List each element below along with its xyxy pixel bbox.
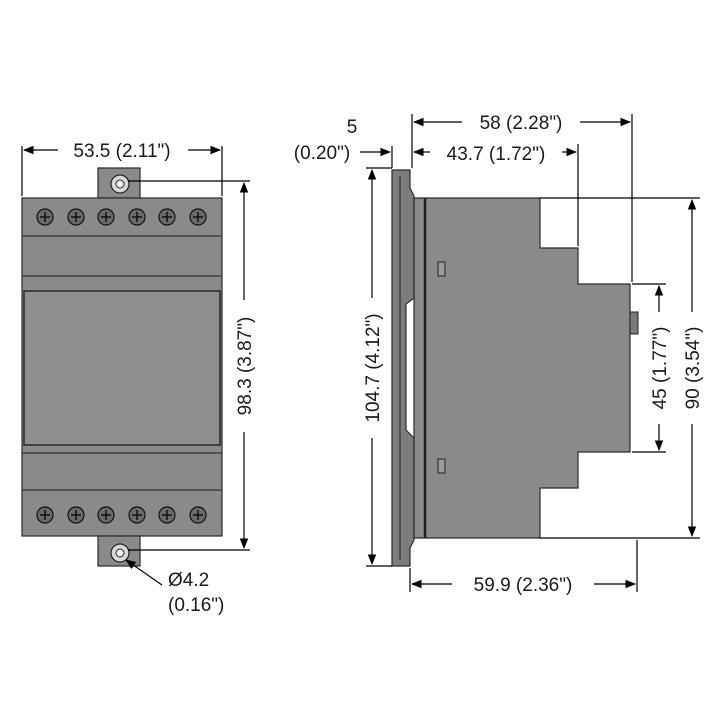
front-width-label: 53.5 (2.11") [73, 141, 170, 162]
side-latch-top [437, 261, 446, 277]
terminal-screw-icon [158, 506, 176, 524]
front-display-panel [23, 290, 221, 446]
terminal-screw-icon [189, 506, 207, 524]
side-housing [413, 197, 631, 539]
terminal-screw-icon [189, 208, 207, 226]
hole-diameter-label: Ø4.2 [168, 570, 209, 591]
bottom-terminal-row [36, 506, 207, 524]
terminal-screw-icon [97, 208, 115, 226]
overall-height-label: 104.7 (4.12") [363, 313, 384, 422]
inner-depth-label: 43.7 (1.72") [447, 144, 546, 165]
terminal-screw-icon [67, 506, 85, 524]
terminal-screw-icon [36, 208, 54, 226]
side-front-tab [629, 311, 639, 335]
overall-depth-label: 58 (2.28") [480, 113, 563, 134]
terminal-screw-icon [67, 208, 85, 226]
offset-label: 5 [347, 117, 358, 138]
terminal-screw-icon [128, 208, 146, 226]
side-latch-bottom [437, 458, 446, 474]
side-din-clip [391, 169, 415, 567]
side-view: 5 (0.20") 58 (2.28") 43.7 (1.72") 104.7 … [294, 113, 704, 596]
terminal-screw-icon [36, 506, 54, 524]
front-view: 53.5 (2.11") 98.3 (3.87") Ø4.2 (0.16") [21, 141, 256, 616]
hole-diameter-inch-label: (0.16") [168, 595, 224, 616]
terminal-screw-icon [97, 506, 115, 524]
face-height-label: 45 (1.77") [650, 327, 671, 410]
base-depth-label: 59.9 (2.36") [474, 575, 573, 596]
front-height-label: 98.3 (3.87") [235, 317, 256, 416]
offset-inch-label: (0.20") [294, 143, 350, 164]
terminal-screw-icon [158, 208, 176, 226]
top-terminal-row [36, 208, 207, 226]
terminal-screw-icon [128, 506, 146, 524]
body-height-label: 90 (3.54") [683, 327, 704, 410]
